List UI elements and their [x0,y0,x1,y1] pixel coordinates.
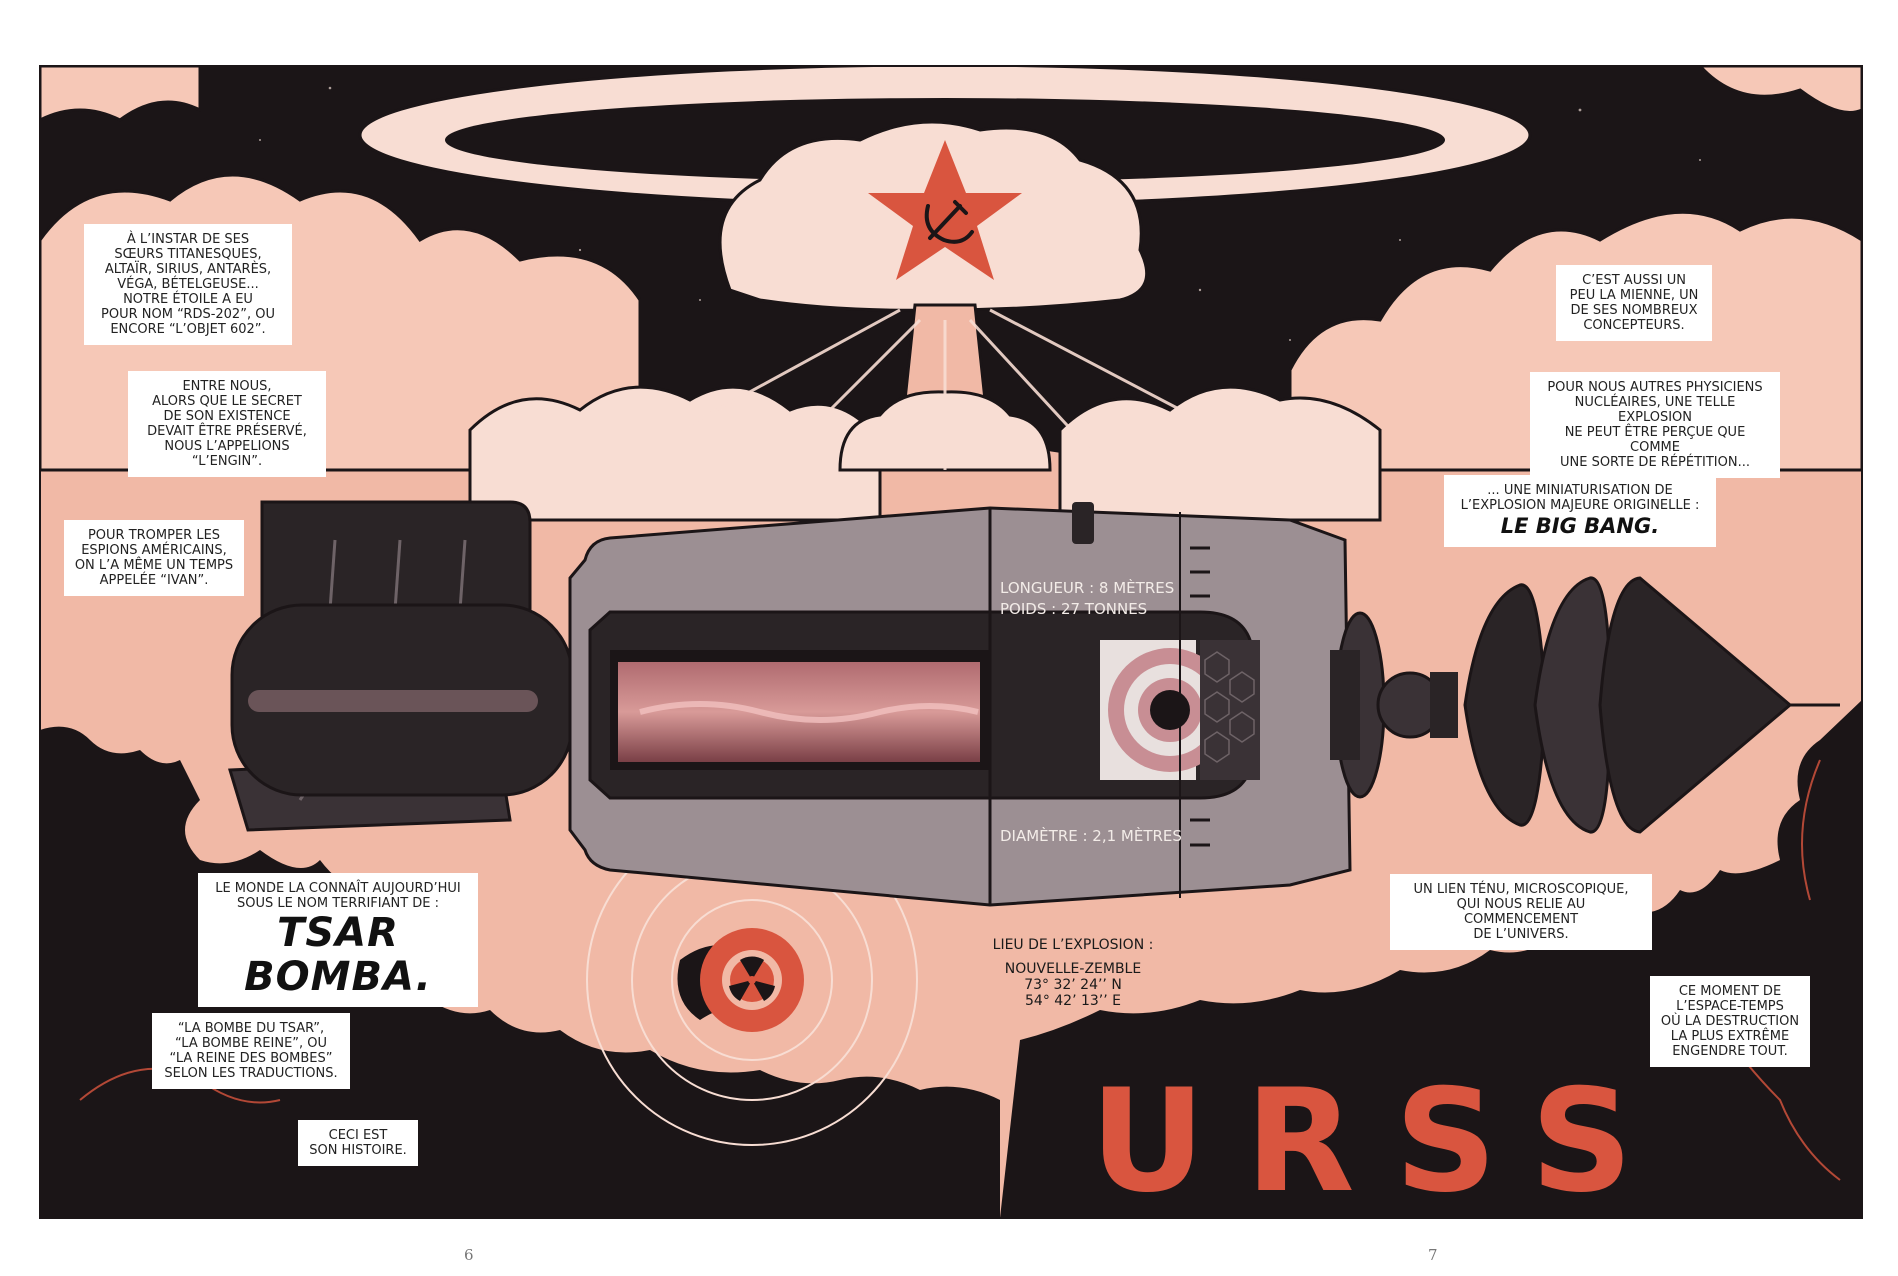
location-lon: 54° 42’ 13’’ E [1025,993,1121,1009]
urss-title: URSS [1090,1059,1673,1224]
radiation-icon [729,956,775,1002]
hammer-sickle-icon [924,200,974,244]
caption-univers: UN LIEN TÉNU, MICROSCOPIQUE,QUI NOUS REL… [1390,874,1652,950]
landmass-right [1000,700,1862,1218]
spec-weight: POIDS : 27 TONNES [1000,600,1148,618]
caption-traductions: “LA BOMBE DU TSAR”,“LA BOMBE REINE”, OU“… [152,1013,350,1089]
location-label: LIEU DE L’EXPLOSION : [992,937,1154,953]
page-number-right: 7 [1428,1246,1438,1264]
page-number-left: 6 [464,1246,474,1264]
location-place: NOUVELLE-ZEMBLE [1004,961,1142,977]
spec-diameter: DIAMÈTRE : 2,1 MÈTRES [1000,827,1182,845]
tsar-bomba-title: TSAR BOMBA. [244,910,432,1000]
spec-length: LONGUEUR : 8 MÈTRES [1000,579,1175,597]
explosion-location: LIEU DE L’EXPLOSION : NOUVELLE-ZEMBLE 73… [958,937,1188,1009]
tsar-bomba-cutaway [228,500,1840,907]
location-lat: 73° 32’ 24’’ N [1024,977,1122,993]
landmass-left [40,726,1000,1218]
big-bang-title: LE BIG BANG. [1500,514,1660,538]
red-star [868,140,1022,280]
